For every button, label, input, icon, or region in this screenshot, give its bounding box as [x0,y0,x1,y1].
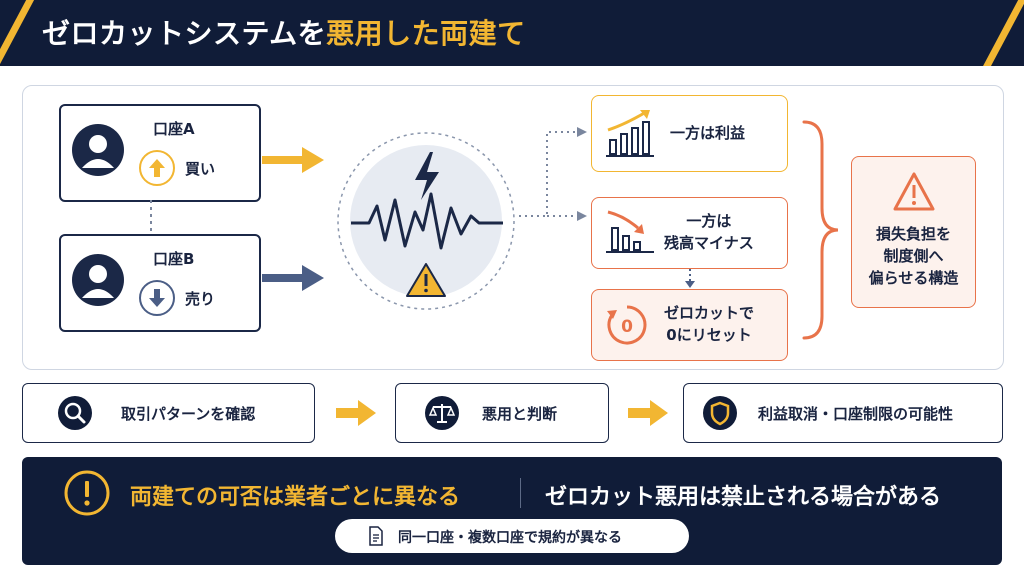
exclamation-circle-icon [64,470,110,516]
account-b-card: 口座B 売り [59,234,261,332]
step-check-pattern: 取引パターンを確認 [22,383,315,443]
scales-icon [425,396,459,430]
step-label: 利益取消・口座制限の可能性 [758,405,954,423]
outcome-negative-card: 一方は 残高マイナス [591,197,788,269]
down-connector [685,269,695,288]
shield-icon [703,396,737,430]
account-a-card: 口座A 買い [59,104,261,202]
warning-icon [893,172,935,211]
footer-divider [520,478,521,508]
grouping-bracket [802,120,839,340]
conclusion-text-line: 損失負担を [875,225,951,243]
conclusion-text-line: 偏らせる構造 [868,269,959,287]
user-avatar-icon [72,124,124,176]
arrow-up-icon [139,150,175,186]
footer-note-text: ゼロカット悪用は禁止される場合がある [545,485,942,510]
accent-stripe-right [979,0,1024,66]
page-title: ゼロカットシステムを悪用した両建て [42,12,526,52]
outcome-profit-card: 一方は利益 [591,95,788,172]
lightning-icon [415,152,439,200]
footer-warning-text: 両建ての可否は業者ごとに異なる [130,485,461,510]
footer-pill-text: 同一口座・複数口座で規約が異なる [398,530,622,546]
conclusion-text-line: 制度側へ [883,247,944,265]
zero-reset-icon: 0 [607,305,647,345]
account-a-name: 口座A [153,120,195,138]
price-wave-icon [351,192,503,250]
step-judge-abuse: 悪用と判断 [395,383,609,443]
outcome-text-line: 0にリセット [666,326,752,344]
warning-icon [406,263,446,297]
outcome-text-line: 残高マイナス [664,234,754,252]
conclusion-text: 損失負担を 制度側へ 偏らせる構造 [852,223,975,289]
account-a-direction: 買い [185,160,216,178]
branch-connector [519,127,587,221]
footer-pill: 同一口座・複数口座で規約が異なる [335,519,689,553]
outcome-text-line: 一方は利益 [670,124,746,142]
step-label: 悪用と判断 [482,405,558,423]
arrow-right-icon [262,147,324,173]
step-restriction: 利益取消・口座制限の可能性 [683,383,1003,443]
title-prefix: ゼロカットシステムを [42,17,327,50]
account-b-name: 口座B [153,250,195,268]
outcome-reset-text: ゼロカットで 0にリセット [664,302,754,346]
outcome-reset-card: 0 ゼロカットで 0にリセット [591,289,788,361]
title-highlight: 悪用した両建て [326,17,526,50]
falling-chart-icon [606,210,654,253]
outcome-text-line: ゼロカットで [664,304,755,322]
rising-chart-icon [606,110,654,157]
arrow-right-icon [262,265,324,291]
document-icon [369,526,383,546]
account-b-direction: 売り [185,290,216,308]
arrow-right-icon [336,400,376,426]
arrow-down-icon [139,280,175,316]
conclusion-card: 損失負担を 制度側へ 偏らせる構造 [851,156,976,308]
svg-text:0: 0 [621,317,633,337]
accent-stripe-left [0,0,36,66]
outcome-text-line: 一方は [686,212,732,230]
account-link-connector [150,200,152,236]
volatility-circle [337,132,515,310]
user-avatar-icon [72,254,124,306]
arrow-right-icon [628,400,668,426]
magnifier-icon [58,396,92,430]
header-bar: ゼロカットシステムを悪用した両建て [0,0,1024,66]
step-label: 取引パターンを確認 [121,405,256,423]
outcome-profit-text: 一方は利益 [670,122,745,144]
outcome-negative-text: 一方は 残高マイナス [664,210,754,254]
